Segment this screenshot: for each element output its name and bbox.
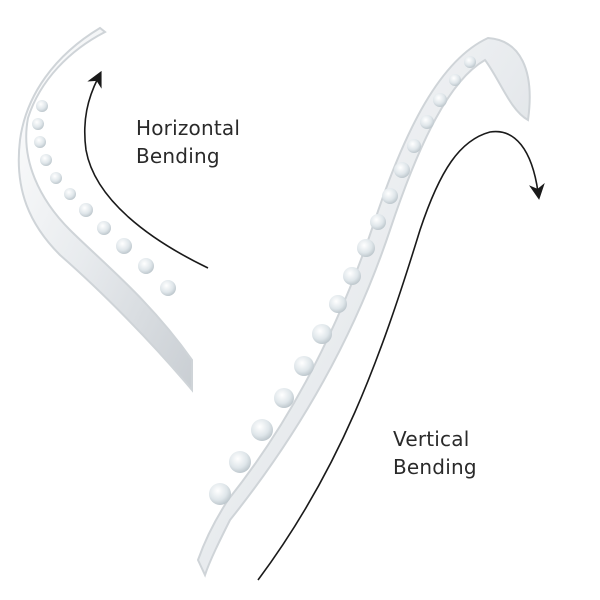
vertical-label-line-1: Vertical: [393, 427, 470, 451]
horizontal-label-line-1: Horizontal: [136, 116, 241, 140]
vertical-label-line-2: Bending: [393, 455, 477, 479]
horizontal-led-strip: [17, 26, 193, 393]
vertical-led-row: [209, 56, 476, 505]
arrow-up-left-curve-icon: [83, 70, 209, 269]
horizontal-label-line-2: Bending: [136, 144, 220, 168]
arrow-down-right-curve-icon: [257, 130, 545, 581]
horizontal-led-row: [32, 100, 176, 296]
horizontal-bending-label: Horizontal Bending: [136, 114, 240, 170]
vertical-led-strip: [196, 36, 531, 578]
vertical-bending-label: Vertical Bending: [393, 425, 477, 481]
